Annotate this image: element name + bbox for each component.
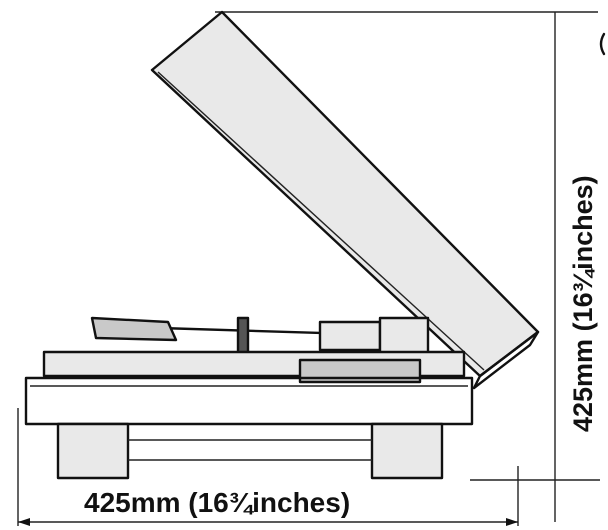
width-label: 425mm (16¾inches) [84,487,350,518]
control-block [298,358,422,384]
dust-cover-hinge [472,330,540,390]
plinth [24,376,474,426]
left-foot [56,422,130,480]
height-label: 425mm (16¾inches) [568,175,598,432]
width-arrow-left [18,518,30,526]
width-arrow-right [506,518,518,526]
right-foot [370,422,444,480]
dust-cover-edge [157,71,485,371]
edge-glyph [599,32,606,56]
dust-cover [150,10,540,390]
turntable-body [24,350,474,480]
headshell [90,316,178,342]
tonearm-counterweight [318,320,382,352]
